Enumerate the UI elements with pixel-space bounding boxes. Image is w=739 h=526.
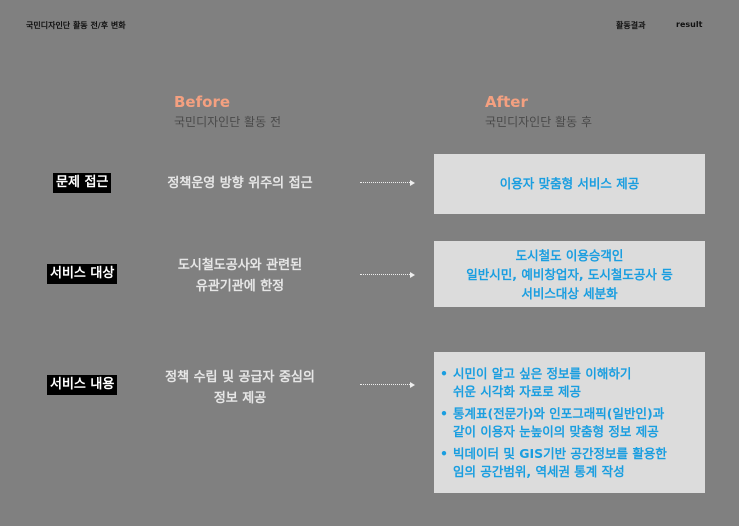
after-title: After xyxy=(485,93,528,111)
after-subtitle: 국민디자인단 활동 후 xyxy=(485,115,592,129)
text-line: 쉬운 시각화 자료로 제공 xyxy=(453,383,582,399)
arrow-icon xyxy=(360,382,415,388)
row-label-content: 서비스 내용 xyxy=(47,375,118,395)
before-text: 정책운영 방향 위주의 접근 xyxy=(135,173,345,194)
text-line: 통계표(전문가)와 인포그래픽(일반인)과 xyxy=(453,405,665,421)
page-title: 국민디자인단 활동 전/후 변화 xyxy=(26,21,126,30)
text-line: 도시철도 이용승객인 xyxy=(515,247,624,263)
text-line: 정책운영 방향 위주의 접근 xyxy=(167,176,313,191)
text-line: 일반시민, 예비창업자, 도시철도공사 등 xyxy=(466,266,673,282)
text-line: 빅데이터 및 GIS기반 공간정보를 활용한 xyxy=(453,445,667,461)
before-title: Before xyxy=(174,93,231,111)
row-label-problem: 문제 접근 xyxy=(53,173,112,193)
section-label: 활동결과 xyxy=(616,21,646,30)
arrow-icon xyxy=(360,180,415,186)
text-line: 유관기관에 한정 xyxy=(195,279,285,294)
text-line: 서비스대상 세분화 xyxy=(521,285,618,301)
bullet-icon: • xyxy=(440,445,448,461)
after-box: 이용자 맞춤형 서비스 제공 xyxy=(434,154,705,214)
before-subtitle: 국민디자인단 활동 전 xyxy=(174,115,281,129)
section-label-en: result xyxy=(676,20,703,29)
text-line: 이용자 맞춤형 서비스 제공 xyxy=(499,176,640,191)
bullet-icon: • xyxy=(440,405,448,421)
bullet-icon: • xyxy=(440,365,448,381)
text-line: 도시철도공사와 관련된 xyxy=(177,258,303,273)
text-line: 정책 수립 및 공급자 중심의 xyxy=(165,370,315,385)
text-line: 같이 이용자 눈높이의 맞춤형 정보 제공 xyxy=(453,423,659,439)
text-line: 정보 제공 xyxy=(213,391,267,406)
row-label-target: 서비스 대상 xyxy=(47,264,118,284)
arrow-icon xyxy=(360,272,415,278)
text-line: 시민이 알고 싶은 정보를 이해하기 xyxy=(453,365,632,381)
text-line: 임의 공간범위, 역세권 통계 작성 xyxy=(453,463,625,479)
